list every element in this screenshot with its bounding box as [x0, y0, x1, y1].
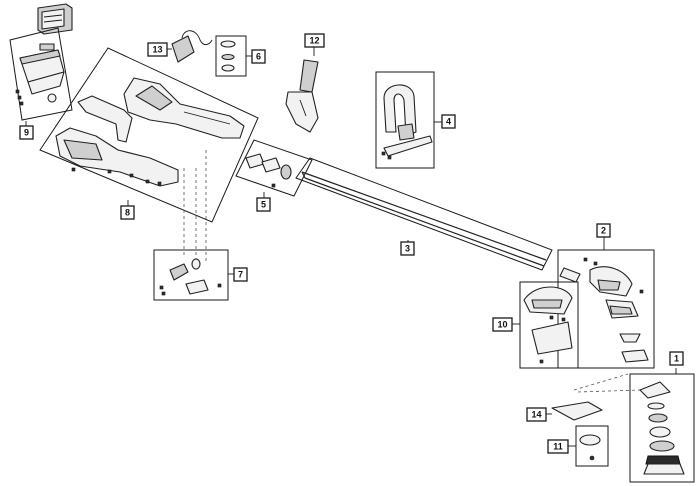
motor-head-group — [557, 236, 655, 369]
assembly-guide-lines — [183, 150, 641, 393]
callout-5: 5 — [256, 197, 271, 212]
svg-text:2: 2 — [601, 226, 606, 236]
battery-pack — [37, 3, 73, 35]
svg-text:13: 13 — [152, 45, 162, 55]
svg-text:7: 7 — [238, 270, 243, 280]
shaft-tube-group — [295, 157, 553, 271]
spool-assembly-group — [629, 368, 695, 483]
blade-group — [546, 401, 603, 421]
svg-text:10: 10 — [497, 320, 507, 330]
svg-text:3: 3 — [405, 244, 410, 254]
svg-text:8: 8 — [125, 208, 130, 218]
shaft-coupling-group — [235, 139, 313, 198]
switch-cable-group — [166, 30, 213, 63]
svg-text:5: 5 — [261, 200, 266, 210]
auxiliary-handle-group — [375, 71, 442, 169]
svg-text:9: 9 — [24, 128, 29, 138]
trigger-parts-group — [153, 249, 234, 301]
svg-text:1: 1 — [674, 354, 679, 364]
svg-text:11: 11 — [553, 442, 563, 452]
battery-compartment-group — [9, 27, 73, 126]
callout-4: 4 — [441, 114, 456, 129]
edge-guide-group — [285, 44, 319, 133]
callout-13: 13 — [147, 42, 168, 57]
svg-text:6: 6 — [256, 52, 261, 62]
callout-7: 7 — [233, 267, 248, 282]
callout-6: 6 — [251, 49, 266, 64]
callout-12: 12 — [304, 33, 325, 48]
spool-cap-group — [568, 425, 609, 467]
callout-3: 3 — [400, 241, 415, 256]
callout-9: 9 — [19, 125, 34, 140]
svg-text:14: 14 — [531, 410, 541, 420]
callout-14: 14 — [526, 407, 547, 422]
small-parts-group-6 — [215, 35, 252, 77]
svg-text:4: 4 — [446, 117, 451, 127]
callout-11: 11 — [547, 439, 569, 454]
guard-group — [512, 281, 579, 369]
callout-10: 10 — [492, 317, 513, 332]
callout-1: 1 — [669, 351, 684, 366]
callout-2: 2 — [596, 223, 611, 238]
callout-8: 8 — [120, 205, 135, 220]
motor-housing-group — [39, 47, 259, 223]
svg-text:12: 12 — [309, 36, 319, 46]
